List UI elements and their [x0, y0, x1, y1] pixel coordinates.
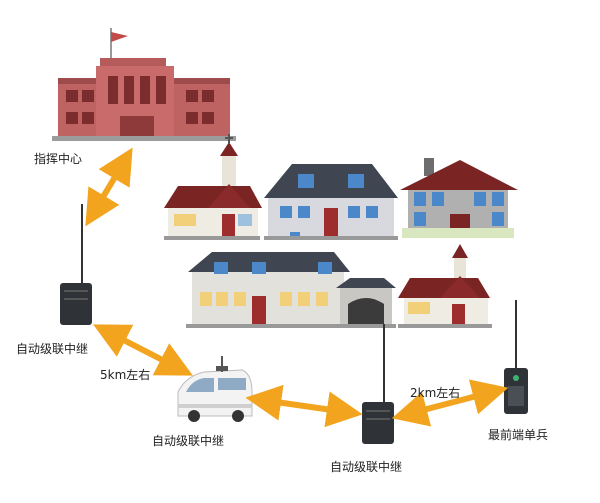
label-distance-5km: 5km左右: [100, 368, 151, 382]
label-relay-bottom: 自动级联中继: [330, 460, 403, 474]
arrow-vehicle-relay: [245, 384, 363, 428]
mansion: [186, 252, 396, 328]
label-soldier: 最前端单兵: [488, 428, 549, 442]
label-distance-2km: 2km左右: [410, 386, 461, 400]
flag-icon: [111, 32, 128, 42]
house-right: [400, 158, 518, 238]
label-relay-vehicle: 自动级联中继: [152, 434, 225, 448]
arrow-command-relay: [85, 147, 133, 227]
soldier-radio: [504, 300, 528, 414]
arrow-relay-soldier: [391, 379, 509, 427]
church-left: [164, 134, 262, 240]
house-center: [264, 164, 398, 240]
label-relay-left: 自动级联中继: [16, 342, 89, 356]
command-center-building: [52, 28, 236, 141]
vehicle: [177, 356, 253, 422]
arrow-relay-vehicle: [93, 324, 193, 376]
link-arrows: [85, 147, 509, 428]
relay-device-left: [60, 204, 92, 325]
relay-device-bottom: [362, 324, 394, 444]
church-right: [398, 244, 492, 328]
label-command-center: 指挥中心: [34, 152, 83, 166]
